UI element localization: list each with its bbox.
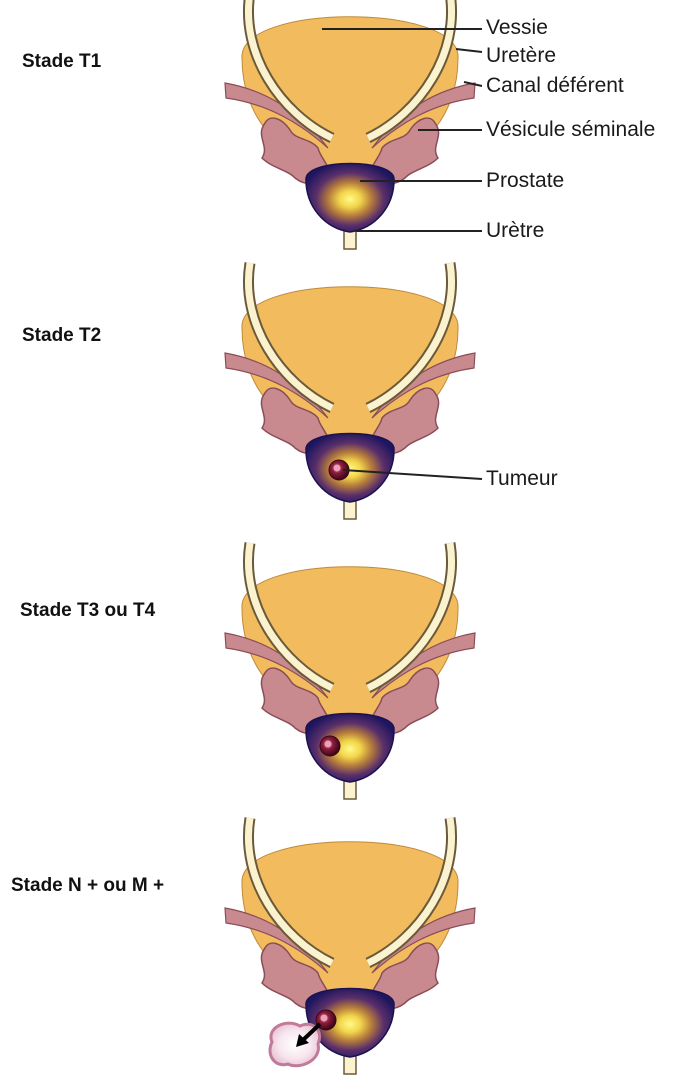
tumor-stage-t3-t4 xyxy=(320,736,340,756)
label-prostate: Prostate xyxy=(486,169,564,193)
label-ureter: Uretère xyxy=(486,44,556,68)
organ-stage-t3-t4 xyxy=(225,543,475,799)
label-seminal-vesicle: Vésicule séminale xyxy=(486,118,655,142)
stage-label-t3-t4: Stade T3 ou T4 xyxy=(20,600,155,622)
stage-label-t1: Stade T1 xyxy=(22,51,101,73)
organ-stage-t1 xyxy=(225,0,475,249)
label-tumor: Tumeur xyxy=(486,467,558,491)
stage-label-t2: Stade T2 xyxy=(22,325,101,347)
label-urethra: Urètre xyxy=(486,219,544,243)
organ-stage-n-m xyxy=(225,818,475,1074)
label-vas-deferens: Canal déférent xyxy=(486,74,624,98)
stage-label-n-m: Stade N + ou M + xyxy=(11,875,164,897)
organ-stage-t2 xyxy=(225,263,475,519)
label-bladder: Vessie xyxy=(486,16,548,40)
